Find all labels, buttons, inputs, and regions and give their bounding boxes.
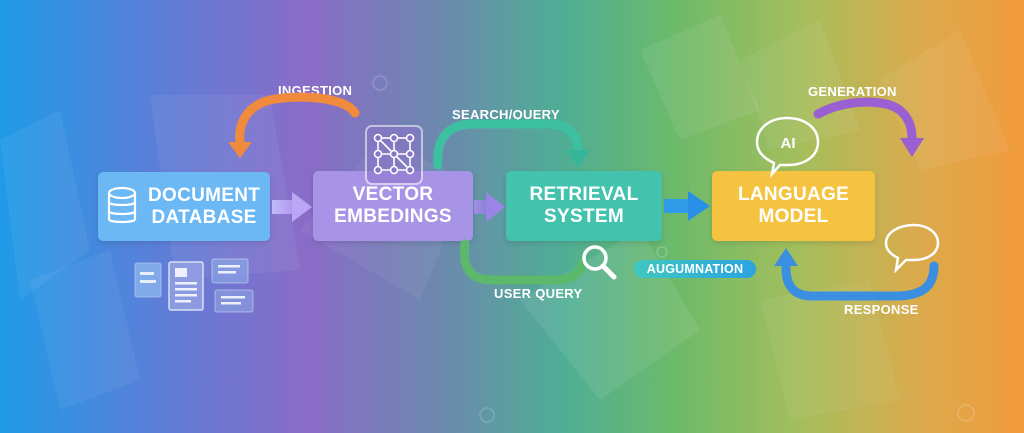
generation-label: GENERATION — [808, 84, 897, 99]
database-icon — [107, 186, 137, 224]
arrow-vector-to-retrieval — [474, 192, 505, 222]
retrieval-system-label: RETRIEVAL SYSTEM — [529, 184, 639, 227]
response-arrow — [774, 248, 939, 301]
arrow-doc-to-vector — [272, 192, 312, 222]
retrieval-system-node: RETRIEVAL SYSTEM — [506, 171, 662, 241]
search-query-label: SEARCH/QUERY — [452, 107, 560, 122]
language-model-node: LANGUAGE MODEL — [712, 171, 875, 241]
response-label: RESPONSE — [844, 302, 919, 317]
document-database-node: DOCUMENT DATABASE — [98, 172, 270, 241]
user-query-arrow — [459, 239, 588, 285]
document-database-label: DOCUMENT DATABASE — [148, 184, 261, 228]
ai-chat-bubble-icon: AI — [755, 116, 820, 179]
generation-arrow — [813, 97, 924, 157]
augmentation-label: AUGUMNATION — [634, 260, 756, 278]
document-icons — [134, 258, 254, 313]
arrow-retrieval-to-llm — [664, 191, 710, 221]
speech-bubble-icon — [884, 223, 940, 274]
search-query-arrow — [433, 119, 590, 170]
ai-badge-text: AI — [781, 135, 796, 152]
user-query-label: USER QUERY — [494, 286, 583, 301]
ingestion-arrow — [228, 92, 360, 158]
magnifier-icon — [582, 245, 617, 280]
network-grid-icon — [365, 125, 423, 185]
language-model-label: LANGUAGE MODEL — [737, 184, 850, 227]
vector-embeddings-label: VECTOR EMBEDINGS — [334, 184, 452, 227]
